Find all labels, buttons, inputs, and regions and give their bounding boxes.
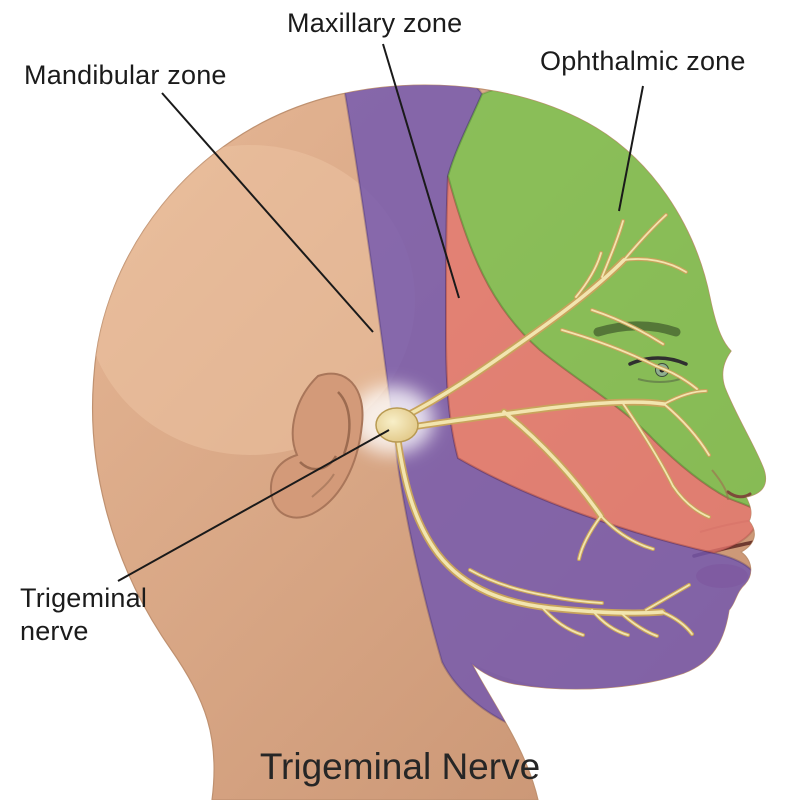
label-mandibular-zone: Mandibular zone xyxy=(24,60,227,90)
leader-lines xyxy=(117,43,644,582)
nostril xyxy=(711,469,752,501)
leader-trigeminal xyxy=(117,429,390,582)
label-ophthalmic-zone: Ophthalmic zone xyxy=(540,46,746,76)
leader-maxillary xyxy=(382,43,460,299)
label-maxillary-zone: Maxillary zone xyxy=(287,8,463,38)
eyebrow xyxy=(593,321,681,337)
label-trigeminal-nerve: Trigeminal nerve xyxy=(20,582,147,648)
leader-mandibular xyxy=(161,92,374,333)
trigeminal-ganglion xyxy=(375,407,419,443)
figure-title: Trigeminal Nerve xyxy=(259,746,541,787)
label-trigeminal-line1: Trigeminal xyxy=(20,583,148,613)
ear xyxy=(269,372,364,519)
leader-ophthalmic xyxy=(618,85,644,212)
label-trigeminal-line2: nerve xyxy=(20,616,89,646)
